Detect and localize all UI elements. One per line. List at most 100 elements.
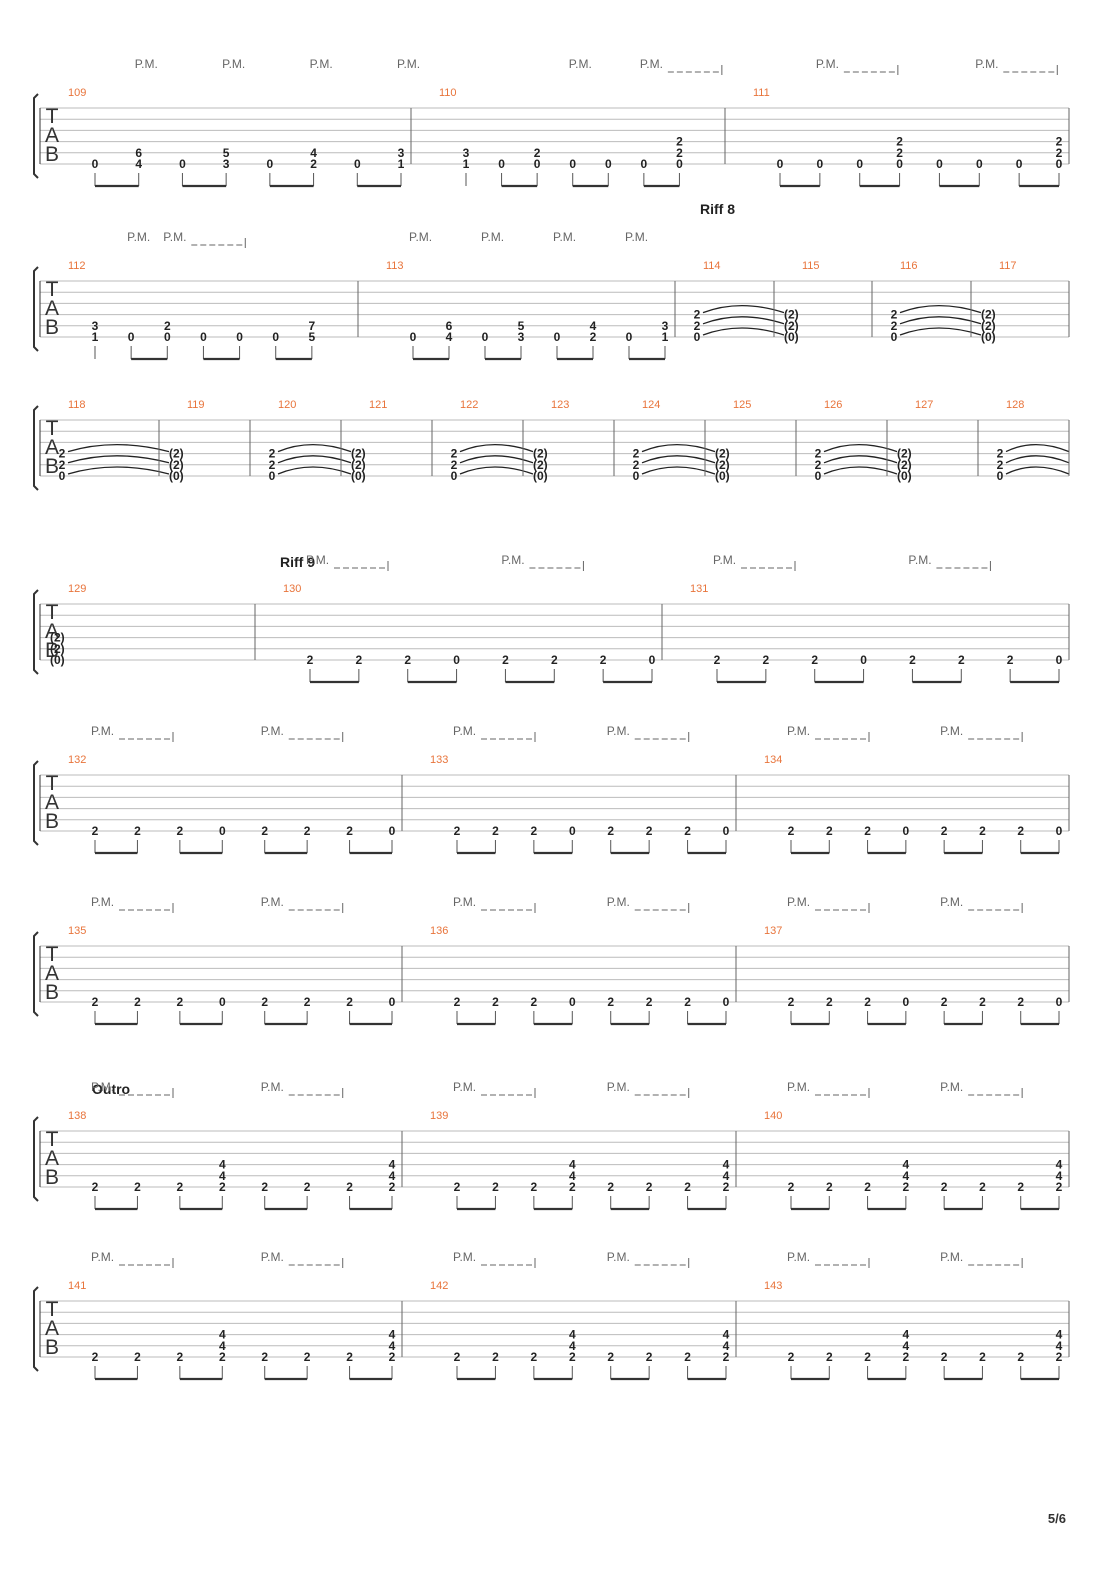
bar-number: 109 [68,87,86,99]
fret-number: 0 [410,330,417,344]
fret-number: 2 [531,824,538,838]
fret-number: 2 [607,1350,614,1364]
palm-mute-label: P.M. [940,1080,963,1094]
fret-number: 2 [864,1350,871,1364]
fret-number: 2 [941,995,948,1009]
fret-number: 4 [723,1169,730,1183]
fret-number: 4 [1056,1328,1063,1342]
fret-number: 2 [346,824,353,838]
fret-number: 2 [714,653,721,667]
fret-number: 4 [219,1339,226,1353]
fret-number: 2 [826,1180,833,1194]
palm-mute-label: P.M. [787,895,810,909]
fret-number: 4 [1056,1169,1063,1183]
section-label: Riff 9 [280,554,315,570]
fret-number: 0 [267,157,274,171]
bar-number: 133 [430,754,448,766]
fret-number: 2 [1056,135,1063,149]
fret-number: (0) [784,330,799,344]
fret-number: 2 [261,995,268,1009]
palm-mute-label: P.M. [91,1080,114,1094]
bar-number: 122 [460,399,478,411]
fret-number: 2 [261,1180,268,1194]
tab-clef-letter: T [46,943,59,966]
palm-mute-label: P.M. [607,724,630,738]
fret-number: 2 [269,447,276,461]
fret-number: 0 [498,157,505,171]
tab-clef-letter: T [46,105,59,128]
fret-number: (2) [351,458,366,472]
fret-number: 2 [607,824,614,838]
fret-number: (0) [169,469,184,483]
fret-number: 0 [896,157,903,171]
bar-number: 114 [703,260,721,272]
bar-number: 125 [733,399,751,411]
fret-number: 2 [502,653,509,667]
tie-arc [702,304,785,314]
palm-mute-label: P.M. [453,724,476,738]
fret-number: 0 [976,157,983,171]
fret-number: 2 [694,319,701,333]
fret-number: 2 [177,995,184,1009]
fret-number: 2 [788,824,795,838]
fret-number: 0 [569,157,576,171]
fret-number: 2 [788,1350,795,1364]
fret-number: 2 [646,995,653,1009]
tab-clef-letter: T [46,772,59,795]
bar-number: 138 [68,1110,86,1122]
bar-number: 131 [690,583,708,595]
palm-mute-label: P.M. [816,57,839,71]
fret-number: 4 [389,1169,396,1183]
palm-mute-label: P.M. [481,230,504,244]
tie-arc [702,316,785,325]
fret-number: 4 [569,1158,576,1172]
fret-number: 2 [646,1180,653,1194]
fret-number: 4 [903,1158,910,1172]
fret-number: (2) [50,642,65,656]
tab-clef-letter: B [45,143,59,166]
fret-number: 4 [723,1158,730,1172]
fret-number: 2 [646,824,653,838]
tie-arc [899,316,982,325]
fret-number: 3 [398,146,405,160]
fret-number: (0) [715,469,730,483]
fret-number: 2 [891,308,898,322]
bar-number: 132 [68,754,86,766]
palm-mute-label: P.M. [453,1080,476,1094]
fret-number: 2 [826,1350,833,1364]
palm-mute-label: P.M. [91,895,114,909]
tie-arc [277,444,352,453]
palm-mute-label: P.M. [261,724,284,738]
fret-number: 2 [891,319,898,333]
bar-number: 124 [642,399,660,411]
fret-number: 2 [1056,146,1063,160]
bar-number: 140 [764,1110,782,1122]
fret-number: 2 [600,653,607,667]
system-bracket [33,405,39,491]
tab-clef-letter: T [46,601,59,624]
bar-number: 120 [278,399,296,411]
fret-number: 0 [817,157,824,171]
fret-number: 4 [903,1169,910,1183]
fret-number: 2 [531,1350,538,1364]
fret-number: 4 [903,1328,910,1342]
palm-mute-label: P.M. [787,1080,810,1094]
fret-number: 2 [941,824,948,838]
fret-number: 2 [219,1350,226,1364]
palm-mute-label: P.M. [261,895,284,909]
fret-number: 0 [92,157,99,171]
fret-number: 2 [941,1350,948,1364]
fret-number: 2 [979,824,986,838]
palm-mute-label: P.M. [306,553,329,567]
fret-number: (2) [897,447,912,461]
fret-number: 4 [389,1158,396,1172]
palm-mute-label: P.M. [607,1080,630,1094]
fret-number: 2 [694,308,701,322]
palm-mute-label: P.M. [409,230,432,244]
fret-number: 2 [454,1350,461,1364]
fret-number: (2) [784,308,799,322]
tab-clef-letter: B [45,1336,59,1359]
fret-number: 2 [1017,1180,1024,1194]
